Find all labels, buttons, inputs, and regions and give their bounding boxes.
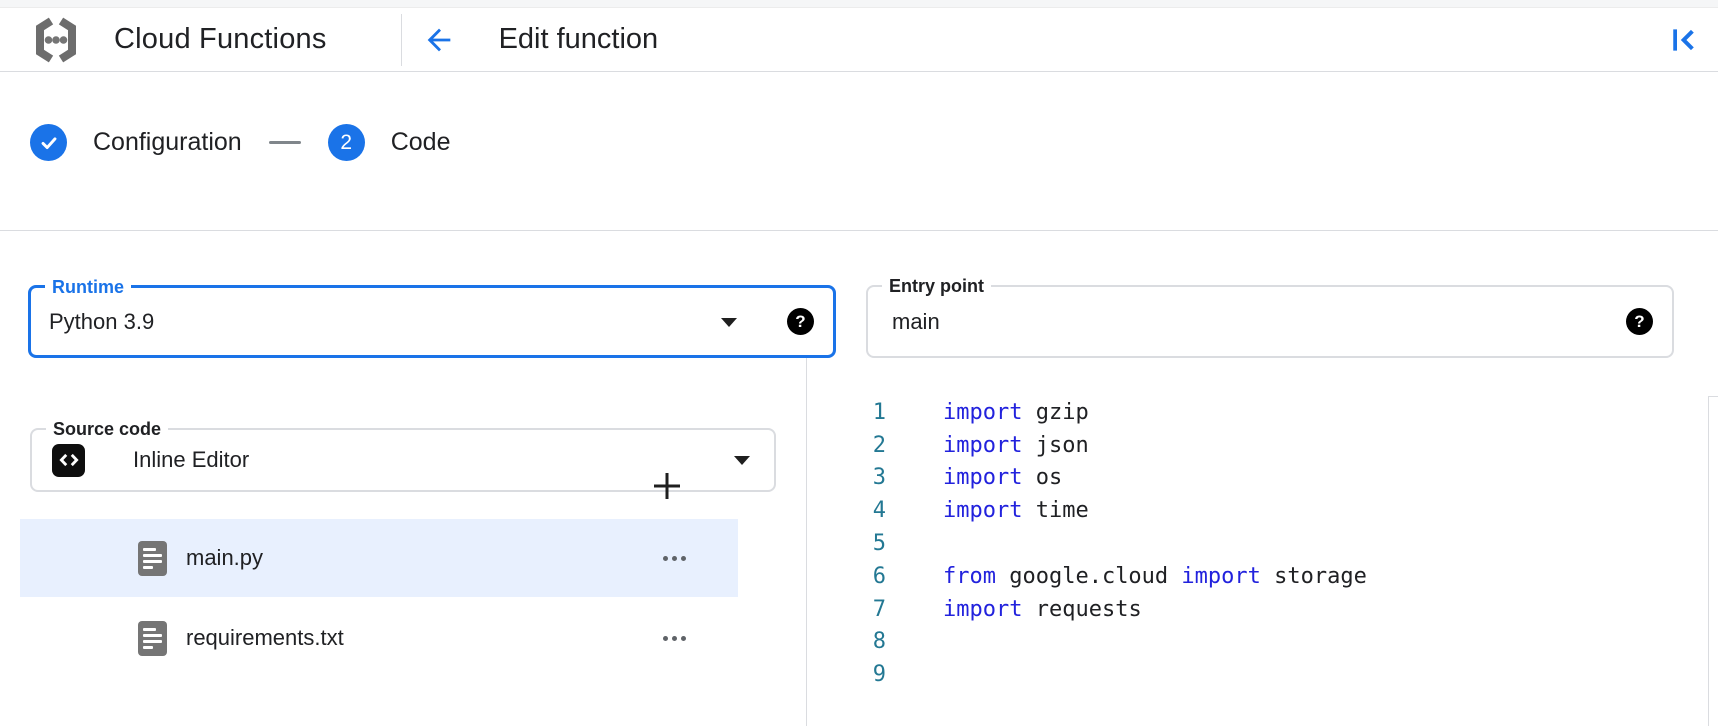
source-code-select[interactable]: Source code Inline Editor <box>30 417 776 492</box>
page-title: Edit function <box>498 23 659 55</box>
top-strip <box>0 0 1718 8</box>
file-list: main.py requirements.txt <box>20 519 738 679</box>
line-number: 9 <box>872 662 886 688</box>
collapse-panel-icon <box>1673 28 1694 51</box>
add-file-button[interactable] <box>648 467 686 505</box>
line-content: from google.cloud import storage <box>943 563 1367 589</box>
file-name: main.py <box>186 545 264 570</box>
file-name: requirements.txt <box>186 625 344 650</box>
runtime-help-icon[interactable]: ? <box>787 308 814 335</box>
line-number: 2 <box>872 432 886 458</box>
editor-left-divider <box>806 358 807 726</box>
line-content: import requests <box>943 596 1142 622</box>
code-line[interactable]: 7 import requests <box>806 593 1367 626</box>
caret-down-icon <box>734 456 750 465</box>
runtime-select[interactable]: Runtime Python 3.9 ? <box>28 275 836 358</box>
editor-scrollbar[interactable] <box>1708 396 1718 726</box>
collapse-panel-button[interactable] <box>1666 23 1700 57</box>
line-number: 7 <box>872 596 886 622</box>
code-line[interactable]: 2 import json <box>806 429 1367 462</box>
document-icon <box>138 540 167 576</box>
code-line[interactable]: 9 <box>806 658 1367 691</box>
entry-point-label: Entry point <box>882 274 991 298</box>
line-number: 6 <box>872 563 886 589</box>
line-content: import gzip <box>943 399 1089 425</box>
line-content: import time <box>943 498 1089 524</box>
runtime-value: Python 3.9 <box>49 308 155 334</box>
file-row[interactable]: main.py <box>20 519 738 597</box>
runtime-label: Runtime <box>45 275 131 299</box>
step2-number: 2 <box>340 130 353 154</box>
back-arrow-icon <box>427 28 450 51</box>
file-menu-button[interactable] <box>661 630 688 647</box>
step1-check-badge <box>30 124 67 161</box>
line-content: import os <box>943 465 1063 491</box>
check-icon <box>41 136 56 149</box>
entry-point-field: Entry point ? <box>866 274 1674 358</box>
code-line[interactable]: 6 from google.cloud import storage <box>806 560 1367 593</box>
step-connector <box>268 141 301 144</box>
code-line[interactable]: 1 import gzip <box>806 396 1367 429</box>
plus-icon <box>654 473 680 499</box>
back-button[interactable] <box>421 22 457 58</box>
header-divider <box>400 13 402 66</box>
step2-label: Code <box>390 128 451 156</box>
entry-point-input[interactable] <box>890 307 1454 336</box>
line-content: import json <box>943 432 1089 458</box>
step-code[interactable]: 2 Code <box>327 124 451 161</box>
line-number: 3 <box>872 465 886 491</box>
source-code-label: Source code <box>46 417 169 441</box>
step2-number-badge: 2 <box>327 124 365 161</box>
code-editor[interactable]: 1 import gzip 2 import json 3 import os … <box>806 396 1367 691</box>
product-name: Cloud Functions <box>114 23 327 55</box>
app-header: Cloud Functions Edit function <box>0 8 1718 72</box>
code-line[interactable]: 3 import os <box>806 462 1367 495</box>
file-row[interactable]: requirements.txt <box>20 599 738 677</box>
document-icon <box>138 620 167 656</box>
step1-label: Configuration <box>93 128 242 156</box>
stepper: Configuration 2 Code <box>30 124 450 161</box>
code-brackets-icon <box>52 443 85 477</box>
file-menu-button[interactable] <box>661 550 688 567</box>
line-number: 4 <box>872 498 886 524</box>
code-line[interactable]: 4 import time <box>806 494 1367 527</box>
source-code-value: Inline Editor <box>133 447 250 472</box>
line-number: 8 <box>872 629 886 655</box>
section-divider <box>0 230 1718 231</box>
line-number: 1 <box>872 399 886 425</box>
code-line[interactable]: 5 <box>806 527 1367 560</box>
caret-down-icon <box>721 318 737 327</box>
step-configuration[interactable]: Configuration <box>30 124 242 161</box>
cloud-functions-logo <box>36 17 76 62</box>
entry-point-help-icon[interactable]: ? <box>1626 308 1653 335</box>
line-number: 5 <box>872 531 886 557</box>
code-line[interactable]: 8 <box>806 626 1367 659</box>
